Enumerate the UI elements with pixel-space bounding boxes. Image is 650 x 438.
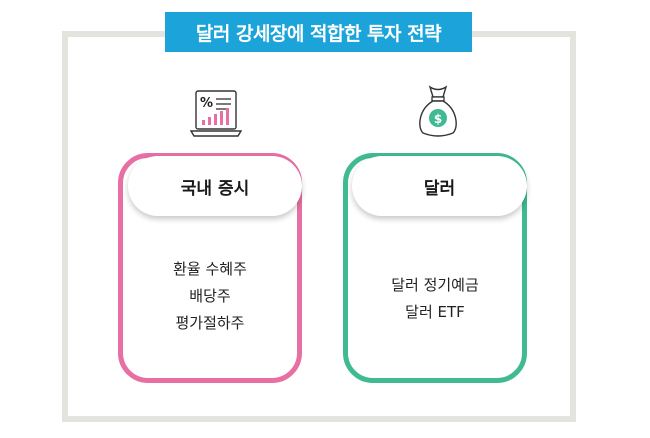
card-heading-dollar: 달러 (352, 156, 527, 216)
title-banner: 달러 강세장에 적합한 투자 전략 (165, 12, 472, 52)
list-item: 달러 정기예금 (391, 276, 479, 294)
card-heading-domestic-stocks: 국내 증시 (128, 156, 302, 216)
list-item: 평가절하주 (175, 314, 245, 332)
laptop-chart-icon: % (189, 90, 243, 137)
list-item: 환율 수혜주 (173, 260, 247, 278)
svg-text:%: % (200, 96, 213, 111)
money-bag-dollar-icon: $ (419, 85, 457, 137)
list-item: 달러 ETF (405, 303, 465, 321)
card-heading-label: 국내 증시 (180, 178, 250, 199)
card-heading-label: 달러 (423, 178, 456, 199)
list-item: 배당주 (189, 287, 231, 305)
card-items-domestic-stocks: 환율 수혜주 배당주 평가절하주 (121, 256, 299, 337)
page-title: 달러 강세장에 적합한 투자 전략 (195, 22, 442, 45)
svg-text:$: $ (434, 112, 442, 126)
card-items-dollar: 달러 정기예금 달러 ETF (346, 272, 524, 326)
